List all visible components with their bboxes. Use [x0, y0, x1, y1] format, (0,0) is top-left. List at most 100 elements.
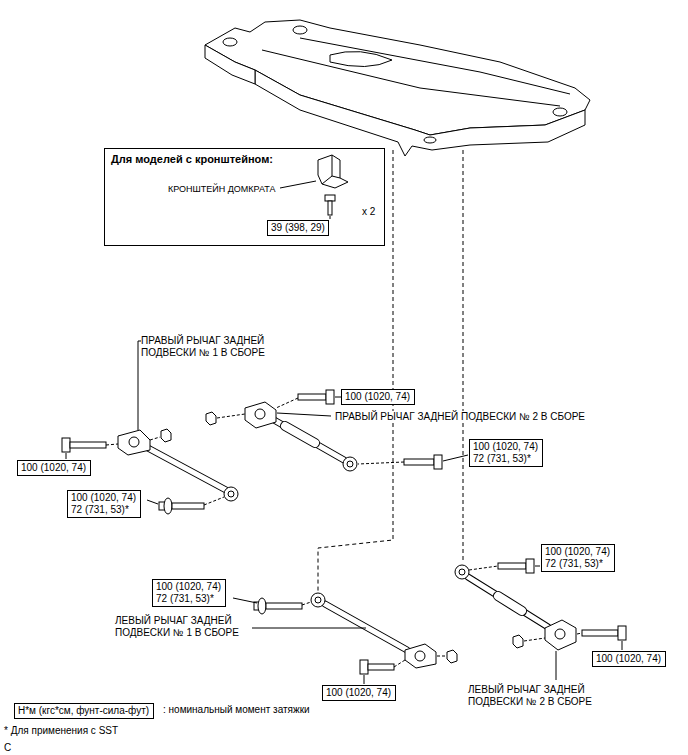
dashed-line	[577, 633, 582, 634]
rod-eye	[455, 565, 469, 579]
torque-value: 100 (1020, 74)	[326, 687, 391, 699]
crossmember-ridge	[300, 38, 570, 94]
leader-line	[252, 628, 366, 629]
turnbuckle-fill	[498, 596, 522, 611]
rod-eye	[311, 593, 325, 607]
torque-value: Н*м (кгс*см, фунт-сила-фут)	[18, 705, 149, 717]
torque-value: 100 (1020, 74)	[345, 391, 410, 403]
torque-box: 100 (1020, 74)	[17, 460, 91, 476]
bushing	[118, 430, 150, 455]
torque-value: 72 (731, 53)*	[156, 593, 214, 605]
turnbuckle-outline	[285, 426, 315, 443]
legend-text: : номинальный момент затяжки	[163, 704, 310, 716]
part-name: ПРАВЫЙ РЫЧАГ ЗАДНЕЙ ПОДВЕСКИ № 1 В СБОРЕ	[141, 335, 273, 359]
bolt-head	[618, 626, 626, 640]
rod-fill	[274, 420, 344, 460]
leader-line	[147, 500, 158, 504]
dashed-line	[302, 602, 311, 605]
dashed-line	[358, 462, 404, 464]
bushing	[245, 402, 276, 428]
left-arm-2	[455, 559, 626, 650]
torque-value: 100 (1020, 74)	[545, 546, 610, 558]
torque-value: 72 (731, 53)*	[473, 453, 531, 465]
part-name: ЛЕВЫЙ РЫЧАГ ЗАДНЕЙ ПОДВЕСКИ № 2 В СБОРЕ	[468, 684, 603, 708]
dashed-line	[106, 444, 118, 445]
dashed-line	[318, 150, 393, 592]
torque-box: 100 (1020, 74)	[341, 389, 415, 405]
assembly-lines	[318, 150, 463, 592]
bolt-shank	[404, 459, 434, 465]
leader-line	[280, 181, 316, 188]
panel-heading: Для моделей с кронштейном:	[111, 153, 273, 166]
dashed-line	[524, 638, 545, 641]
nut	[161, 429, 171, 442]
footnote: * Для применения с SST	[4, 725, 118, 737]
bracket-body	[318, 155, 348, 188]
jack-bracket	[280, 155, 348, 219]
leader-line	[364, 675, 365, 684]
figure-code: C	[4, 742, 11, 754]
legend-box: Н*м (кгс*см, фунт-сила-фут)	[14, 703, 154, 719]
bushing	[545, 620, 576, 650]
torque-value: 39 (398, 29)	[271, 222, 325, 234]
dashed-line	[463, 150, 464, 563]
mount-hole	[293, 26, 307, 34]
dashed-line	[150, 437, 160, 440]
variant-panel: Для моделей с кронштейном: 39 (398, 29)	[104, 148, 385, 246]
bushing-hole	[555, 629, 565, 639]
torque-value: 100 (1020, 74)	[596, 653, 661, 665]
rod-eye-hole	[459, 569, 465, 575]
crossmember-end	[205, 45, 255, 84]
mount-hole	[223, 38, 237, 46]
nut	[513, 635, 523, 648]
bolt-shank	[298, 394, 326, 400]
rod-eye-hole	[347, 461, 353, 467]
torque-box: 100 (1020, 74)72 (731, 53)*	[469, 439, 543, 467]
part-name: ПРАВЫЙ РЫЧАГ ЗАДНЕЙ ПОДВЕСКИ № 2 В СБОРЕ	[335, 411, 585, 423]
bolt-shank	[70, 442, 106, 448]
rod-eye-hole	[315, 597, 321, 603]
torque-box: 100 (1020, 74)72 (731, 53)*	[541, 544, 615, 572]
bushing-hole	[255, 409, 265, 419]
turnbuckle-fill	[285, 426, 315, 443]
leader-lines	[66, 341, 622, 684]
bracket-edge	[322, 155, 340, 184]
crossmember	[205, 20, 590, 156]
crossmember-ridge	[262, 50, 560, 106]
rod-eye-hole	[228, 491, 234, 497]
leader-line	[556, 651, 557, 680]
torque-value: 100 (1020, 74)	[21, 462, 86, 474]
bolt-head	[434, 455, 442, 469]
bolt-shank	[498, 563, 526, 569]
left-arm-1	[254, 593, 457, 674]
bolt-shank	[328, 201, 332, 215]
rod-fill	[325, 604, 407, 650]
torque-box: 100 (1020, 74)	[592, 651, 666, 667]
rod-eye	[224, 487, 238, 501]
right-arm-2	[206, 390, 442, 471]
crossmember-cutout	[330, 51, 392, 66]
bolt-head	[526, 559, 534, 573]
dashed-line	[469, 566, 498, 570]
bolt-shank	[582, 630, 618, 636]
leader-line	[535, 566, 540, 567]
rod-outline	[274, 420, 344, 460]
torque-value: 72 (731, 53)*	[71, 504, 129, 516]
mount-hole	[424, 137, 436, 143]
crossmember-side	[255, 70, 585, 156]
leader-line	[622, 641, 623, 650]
bolt-shank	[172, 503, 204, 509]
bolt-flange	[164, 498, 172, 514]
leader-line	[233, 598, 257, 603]
bolt-head	[326, 390, 334, 404]
leader-line	[330, 216, 331, 219]
bushing	[405, 644, 436, 668]
rod-fill	[146, 447, 226, 490]
torque-box: 100 (1020, 74)72 (731, 53)*	[67, 490, 141, 518]
dashed-line	[437, 656, 446, 657]
bolt-head	[325, 195, 335, 201]
bushing-hole	[415, 651, 425, 661]
